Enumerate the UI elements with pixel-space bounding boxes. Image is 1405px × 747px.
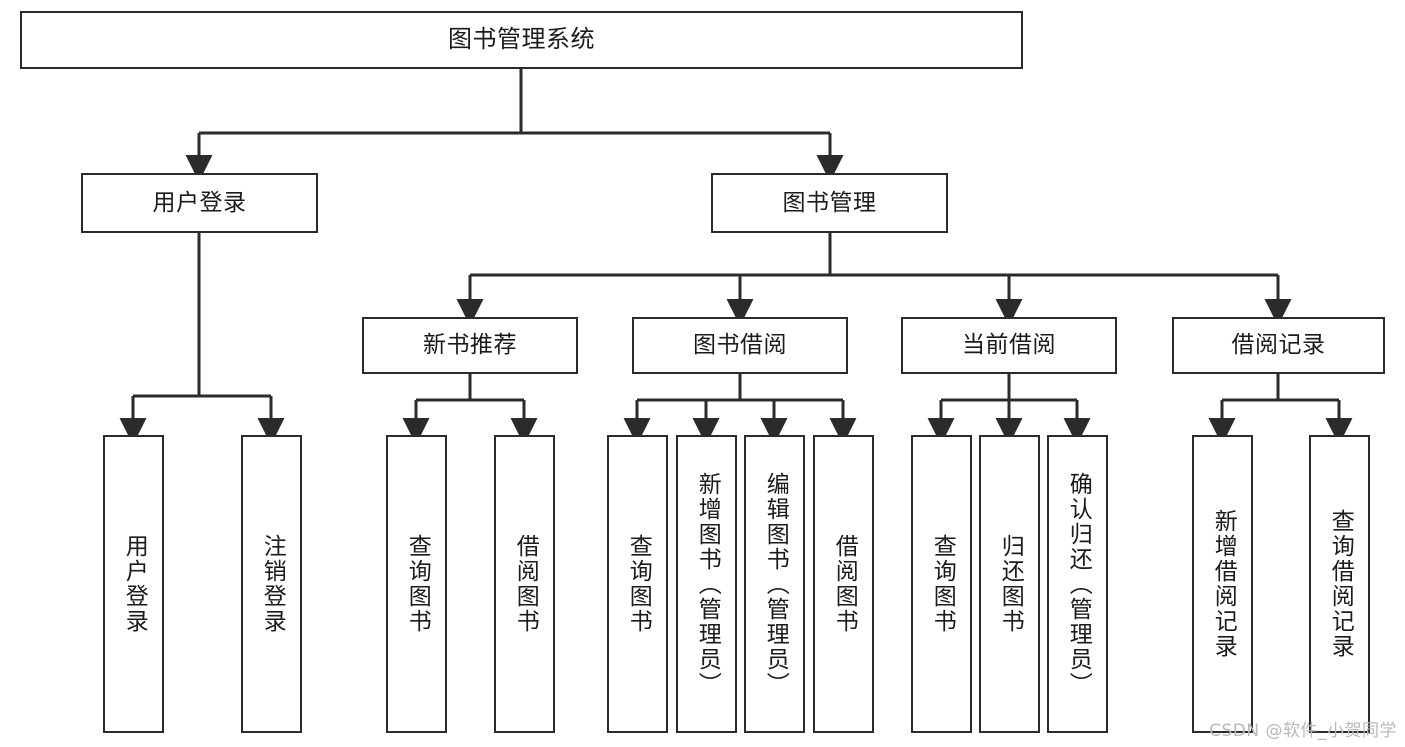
node-leaf-rec-add-label: 新增借阅记录 — [1210, 509, 1237, 659]
node-borrow-record-label: 借阅记录 — [1231, 332, 1326, 359]
csdn-watermark: CSDN @软件_小贺同学 — [1209, 721, 1397, 741]
node-leaf-rec-query[interactable]: 查询图书 — [386, 435, 447, 733]
node-leaf-user-logout[interactable]: 注销登录 — [241, 435, 302, 733]
node-root[interactable]: 图书管理系统 — [20, 11, 1023, 69]
node-leaf-cur-confirm-label: 确认归还（管理员） — [1065, 471, 1092, 697]
node-leaf-user-login-label: 用户登录 — [121, 534, 148, 634]
node-leaf-cur-query[interactable]: 查询图书 — [911, 435, 972, 733]
node-leaf-rec-query-label: 查询图书 — [404, 534, 431, 634]
node-leaf-rec-borrow-label: 借阅图书 — [512, 534, 539, 634]
node-book-borrow-label: 图书借阅 — [693, 332, 787, 359]
node-leaf-cur-confirm[interactable]: 确认归还（管理员） — [1047, 435, 1108, 733]
node-user-login-label: 用户登录 — [152, 189, 247, 216]
node-book-manage[interactable]: 图书管理 — [711, 173, 948, 233]
node-leaf-borrow-lend-label: 借阅图书 — [831, 534, 858, 634]
node-leaf-borrow-add[interactable]: 新增图书（管理员） — [676, 435, 737, 733]
node-leaf-borrow-add-label: 新增图书（管理员） — [694, 471, 721, 697]
node-leaf-user-login[interactable]: 用户登录 — [103, 435, 164, 733]
node-leaf-cur-return[interactable]: 归还图书 — [979, 435, 1040, 733]
node-leaf-user-logout-label: 注销登录 — [259, 534, 286, 634]
node-leaf-cur-return-label: 归还图书 — [997, 534, 1024, 634]
node-leaf-cur-query-label: 查询图书 — [929, 534, 956, 634]
node-current-borrow[interactable]: 当前借阅 — [901, 317, 1117, 374]
node-current-borrow-label: 当前借阅 — [962, 332, 1056, 359]
node-leaf-borrow-edit[interactable]: 编辑图书（管理员） — [744, 435, 805, 733]
node-leaf-rec-search-label: 查询借阅记录 — [1327, 509, 1354, 659]
node-leaf-rec-borrow[interactable]: 借阅图书 — [494, 435, 555, 733]
node-root-label: 图书管理系统 — [448, 25, 595, 54]
node-leaf-rec-search[interactable]: 查询借阅记录 — [1309, 435, 1370, 733]
node-book-borrow[interactable]: 图书借阅 — [632, 317, 848, 374]
node-leaf-borrow-lend[interactable]: 借阅图书 — [813, 435, 874, 733]
node-borrow-record[interactable]: 借阅记录 — [1172, 317, 1385, 374]
node-leaf-borrow-query-label: 查询图书 — [625, 534, 652, 634]
node-leaf-rec-add[interactable]: 新增借阅记录 — [1192, 435, 1253, 733]
node-new-book-rec-label: 新书推荐 — [423, 332, 517, 359]
node-book-manage-label: 图书管理 — [782, 189, 877, 216]
node-new-book-rec[interactable]: 新书推荐 — [362, 317, 578, 374]
node-leaf-borrow-edit-label: 编辑图书（管理员） — [762, 471, 789, 697]
node-leaf-borrow-query[interactable]: 查询图书 — [607, 435, 668, 733]
node-user-login[interactable]: 用户登录 — [81, 173, 318, 233]
